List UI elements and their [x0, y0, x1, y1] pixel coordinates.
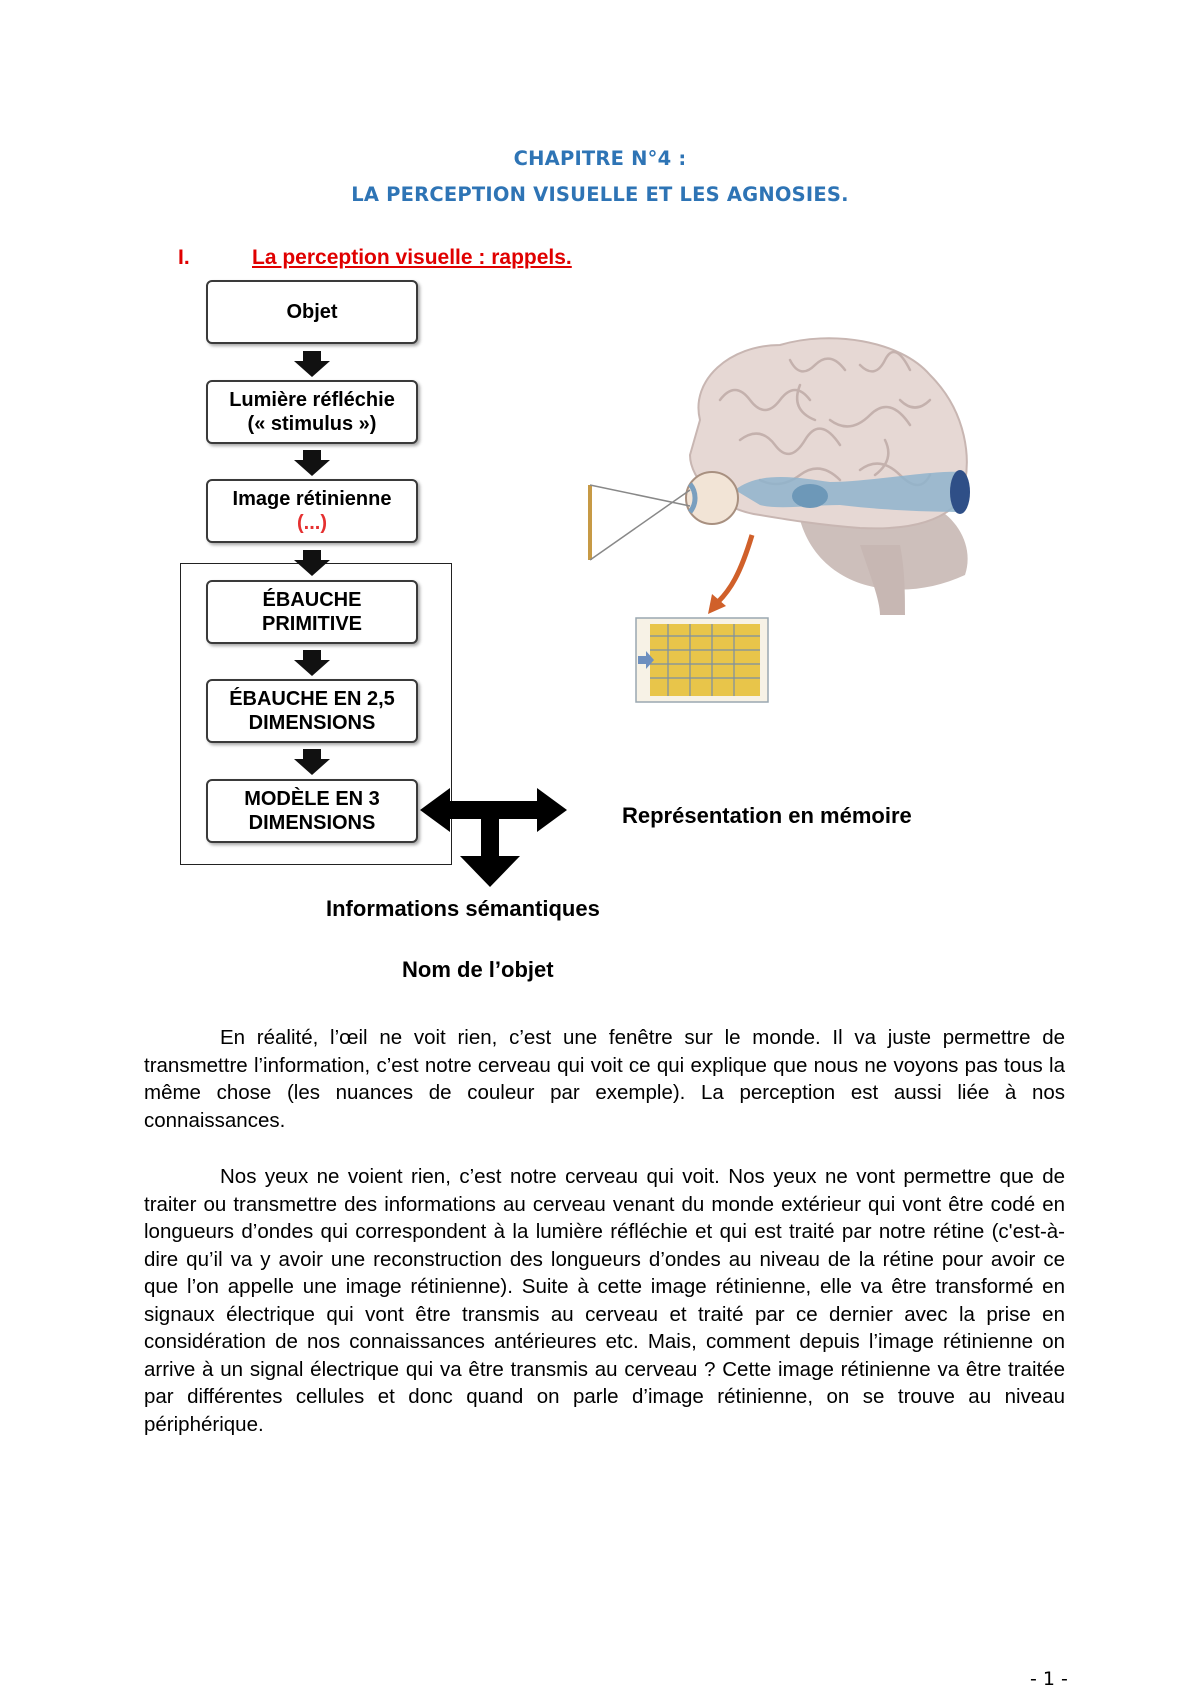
box-lumiere: Lumière réfléchie (« stimulus »): [206, 380, 418, 444]
page-number: - 1 -: [1030, 1668, 1068, 1690]
down-arrow-icon: [294, 351, 330, 377]
informations-semantiques-label: Informations sémantiques: [326, 896, 600, 921]
diagram-graphics: [294, 337, 970, 887]
box-ebauche25-line1: ÉBAUCHE EN 2,5: [229, 688, 395, 710]
box-ebauche25-line2: DIMENSIONS: [248, 712, 376, 734]
down-arrow-icon: [294, 550, 330, 576]
section-title: La perception visuelle : rappels.: [252, 246, 572, 269]
paragraph-1: En réalité, l’œil ne voit rien, c’est un…: [144, 1024, 1065, 1134]
box-objet-label: Objet: [286, 301, 338, 323]
box-lumiere-line1: Lumière réfléchie: [229, 389, 395, 411]
box-image-line1: Image rétinienne: [232, 488, 392, 510]
representation-memoire-label: Représentation en mémoire: [622, 803, 912, 828]
paragraph-2: Nos yeux ne voient rien, c’est notre cer…: [144, 1163, 1065, 1438]
down-arrow-icon: [294, 650, 330, 676]
down-arrow-icon: [294, 749, 330, 775]
box-modele-3d: MODÈLE EN 3 DIMENSIONS: [206, 779, 418, 843]
chapter-title: LA PERCEPTION VISUELLE ET LES AGNOSIES.: [351, 183, 849, 206]
box-ebauche-primitive: ÉBAUCHE PRIMITIVE: [206, 580, 418, 644]
box-ebauche-2-5d: ÉBAUCHE EN 2,5 DIMENSIONS: [206, 679, 418, 743]
section-number: I.: [178, 246, 190, 269]
box-ebauche-line1: ÉBAUCHE: [262, 589, 362, 611]
down-arrow-icons: [294, 351, 330, 775]
three-way-arrow-icon: [420, 788, 567, 887]
box-modele-line1: MODÈLE EN 3: [244, 788, 380, 810]
down-arrow-icon: [294, 450, 330, 476]
brain-illustration: [588, 337, 970, 703]
nom-objet-label: Nom de l’objet: [402, 957, 554, 982]
box-objet: Objet: [206, 280, 418, 344]
chapter-number: CHAPITRE N°4 :: [513, 147, 687, 170]
paragraph-2-text: Nos yeux ne voient rien, c’est notre cer…: [144, 1165, 1065, 1436]
paragraph-1-text: En réalité, l’œil ne voit rien, c’est un…: [144, 1026, 1065, 1132]
box-ebauche-line2: PRIMITIVE: [261, 613, 362, 635]
box-image-retinienne: Image rétinienne (...): [206, 479, 418, 543]
box-image-line2: (...): [297, 512, 327, 534]
box-lumiere-line2: (« stimulus »): [247, 413, 377, 435]
box-modele-line2: DIMENSIONS: [248, 812, 376, 834]
